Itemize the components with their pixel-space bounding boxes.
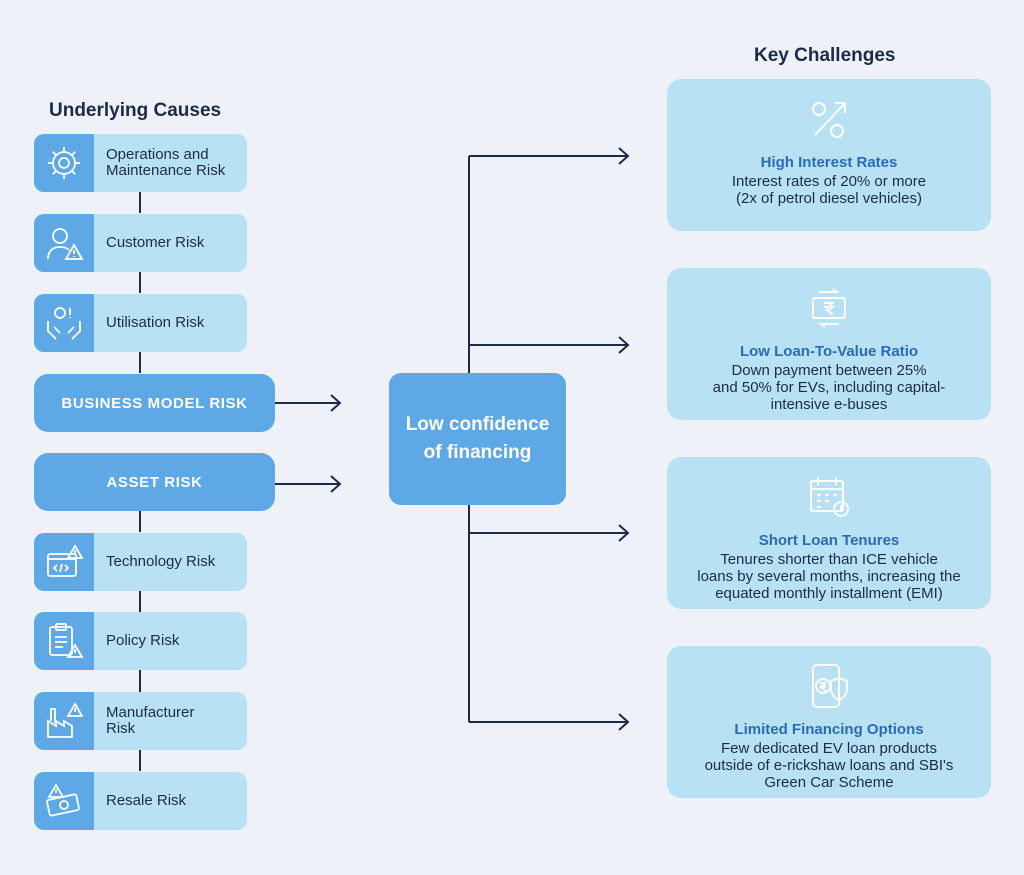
challenge-title: Limited Financing Options	[734, 721, 924, 738]
challenge-limited-financing-options: Limited Financing Options Few dedicated …	[667, 646, 991, 798]
causes-heading: Underlying Causes	[49, 100, 222, 121]
challenge-desc: Few dedicated EV loan products outside o…	[704, 740, 954, 791]
calendar-clock-icon	[667, 473, 991, 523]
challenge-short-loan-tenures: Short Loan Tenures Tenures shorter than …	[667, 457, 991, 609]
asset-risk: ASSET RISK	[34, 453, 275, 511]
cause-label: Operations and Maintenance Risk	[106, 146, 226, 179]
clipboard-warning-icon	[34, 612, 94, 670]
money-warning-icon	[34, 772, 94, 830]
challenge-low-loan-to-value-ratio: Low Loan-To-Value Ratio Down payment bet…	[667, 268, 991, 420]
challenge-desc: Interest rates of 20% or more (2x of pet…	[731, 173, 927, 207]
cause-policy-risk: Policy Risk	[34, 612, 247, 670]
cause-label: Policy Risk	[106, 632, 180, 649]
challenge-desc: Down payment between 25% and 50% for EVs…	[712, 362, 946, 413]
challenge-high-interest-rates: High Interest Rates Interest rates of 20…	[667, 79, 991, 231]
factory-warning-icon	[34, 692, 94, 750]
percent-arrow-icon	[667, 95, 991, 145]
business-model-risk: BUSINESS MODEL RISK	[34, 374, 275, 432]
cause-operations-maintenance-risk: Operations and Maintenance Risk	[34, 134, 247, 192]
cause-technology-risk: Technology Risk	[34, 533, 247, 591]
challenges-heading: Key Challenges	[754, 45, 896, 66]
rupee-note-cycle-icon	[667, 284, 991, 334]
cause-label: Technology Risk	[106, 553, 216, 570]
hands-gear-icon	[34, 294, 94, 352]
cause-label: Resale Risk	[106, 792, 187, 809]
customer-warning-icon	[34, 214, 94, 272]
cause-label: Manufacturer Risk	[106, 704, 195, 737]
wrench-gear-icon	[34, 134, 94, 192]
cause-customer-risk: Customer Risk	[34, 214, 247, 272]
challenge-title: High Interest Rates	[760, 154, 898, 171]
cause-utilisation-risk: Utilisation Risk	[34, 294, 247, 352]
cause-resale-risk: Resale Risk	[34, 772, 247, 830]
cause-label: Customer Risk	[106, 234, 205, 251]
code-window-warning-icon	[34, 533, 94, 591]
phone-rupee-shield-icon	[667, 662, 991, 712]
challenge-title: Short Loan Tenures	[758, 532, 900, 549]
challenge-title: Low Loan-To-Value Ratio	[739, 343, 919, 360]
cause-label: Utilisation Risk	[106, 314, 205, 331]
challenge-desc: Tenures shorter than ICE vehicle loans b…	[697, 551, 961, 602]
cause-manufacturer-risk: Manufacturer Risk	[34, 692, 247, 750]
low-confidence-of-financing: Low confidence of financing	[389, 373, 566, 505]
